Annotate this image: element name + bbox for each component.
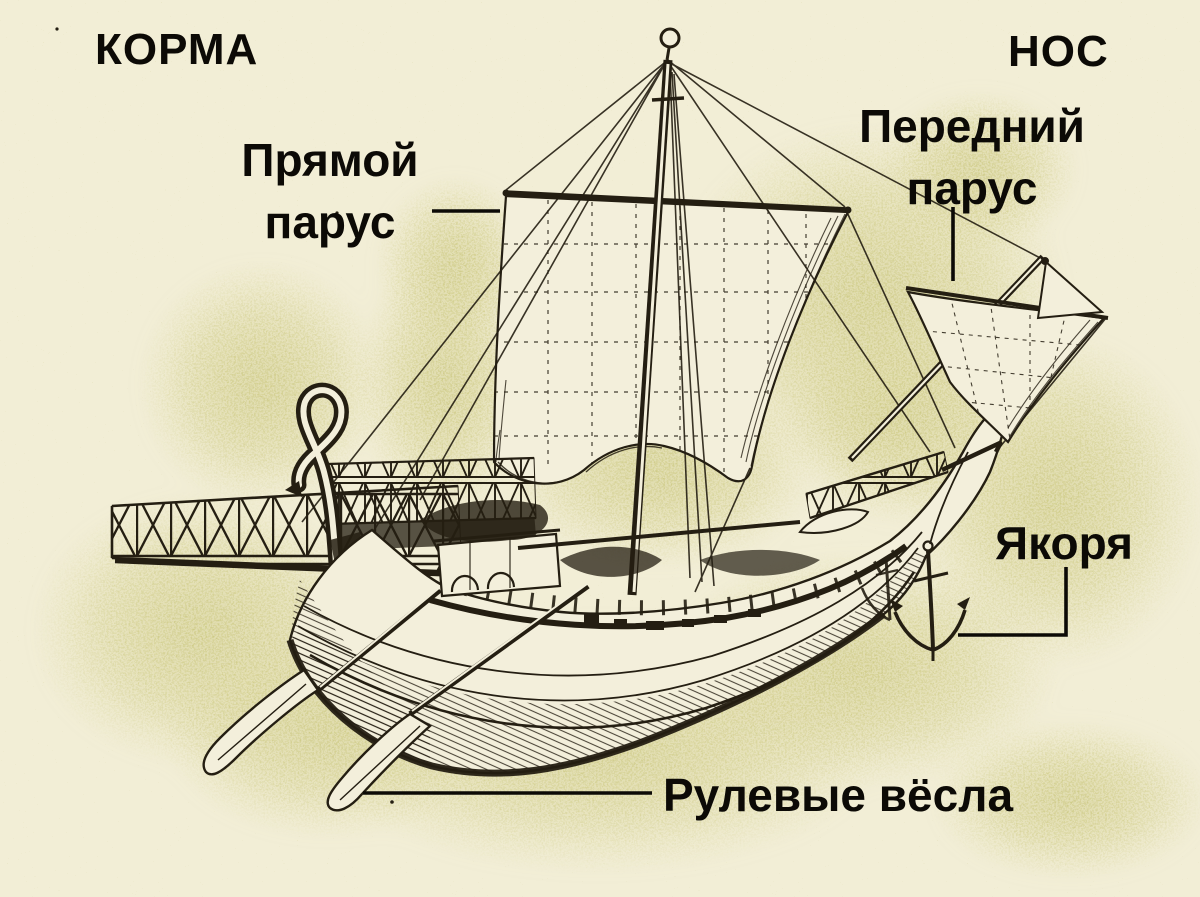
label-fore-sail: Передний парус	[852, 96, 1092, 219]
label-main-sail-line2: парус	[264, 195, 396, 248]
steering-oars-group	[202, 583, 590, 812]
label-fore-sail-line1: Передний	[859, 100, 1085, 152]
masthead-ball	[659, 27, 681, 49]
pointer-lines	[363, 207, 1068, 795]
main-yard	[505, 190, 849, 213]
deck-details	[420, 500, 870, 630]
label-anchors: Якоря	[995, 517, 1133, 569]
label-bow: НОС	[1008, 27, 1109, 76]
hull	[286, 400, 1011, 777]
main-mast	[627, 27, 685, 596]
steering-oar-short	[202, 587, 442, 776]
main-sail	[492, 189, 852, 485]
stern-cabin	[436, 532, 562, 598]
deck-spar	[517, 520, 801, 550]
anchor-main	[890, 540, 970, 661]
fore-sail-assembly	[847, 254, 1109, 463]
bow-platform	[805, 439, 1003, 520]
fore-pennant	[1036, 260, 1105, 320]
label-stern: КОРМА	[95, 25, 259, 74]
anchors-pointer-line	[958, 567, 1068, 637]
ink-specks	[55, 27, 394, 804]
label-main-sail: Прямой парус	[235, 130, 425, 253]
anchors-group	[860, 451, 970, 661]
steering-oar-long	[326, 583, 590, 812]
label-steering-oars: Рулевые вёсла	[663, 769, 1014, 821]
anchor-rope	[929, 451, 969, 545]
label-main-sail-line1: Прямой	[241, 134, 419, 186]
label-fore-sail-line2: парус	[906, 161, 1038, 214]
anchor-secondary	[860, 557, 899, 622]
deck-boat	[798, 508, 870, 534]
